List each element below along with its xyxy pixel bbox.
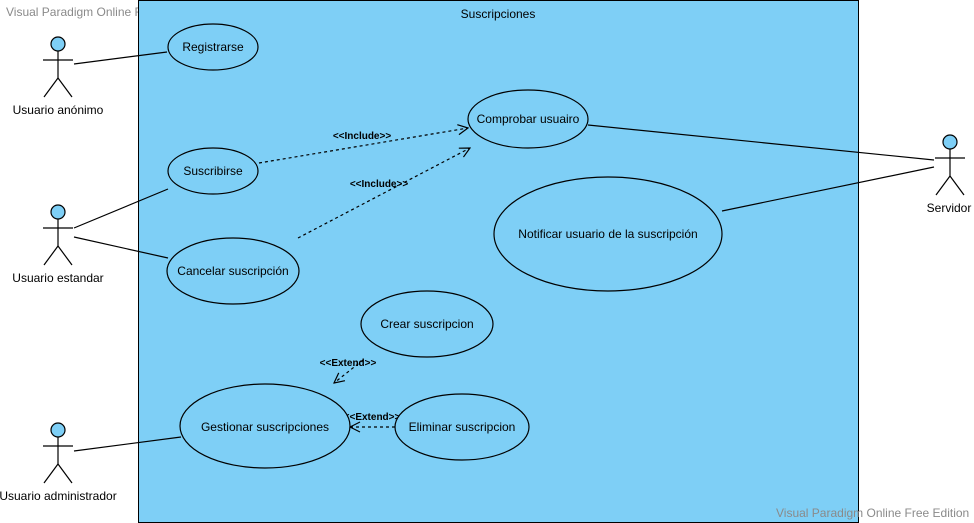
actor-label-estandar: Usuario estandar [12, 271, 103, 285]
assoc-notificar-servidor [721, 166, 935, 212]
actor-head [50, 204, 66, 220]
extend-label-1: <<Extend>> [320, 358, 377, 369]
actor-usuario-estandar[interactable] [43, 204, 73, 266]
extend-label-2: <<Extend>> [344, 412, 401, 423]
use-case-suscribirse[interactable]: Suscribirse [167, 147, 259, 195]
actor-label-anonimo: Usuario anónimo [13, 103, 104, 117]
use-case-gestionar[interactable]: Gestionar suscripciones [179, 383, 351, 469]
extend-crear-gestionar [334, 359, 364, 383]
use-case-label: Eliminar suscripcion [409, 420, 516, 434]
use-case-label: Crear suscripcion [380, 317, 473, 331]
actor-head [942, 134, 958, 150]
use-case-label: Suscribirse [183, 164, 243, 178]
dependencies [258, 128, 470, 427]
use-case-label: Gestionar suscripciones [201, 420, 329, 434]
use-case-label: Registrarse [182, 40, 244, 54]
assoc-anonimo-registrarse [73, 51, 168, 65]
use-case-label: Cancelar suscripción [177, 264, 288, 278]
include-label-2: <<Include>> [350, 179, 409, 190]
include-suscribirse-comprobar [258, 128, 468, 164]
assoc-comprobar-servidor [587, 124, 935, 161]
use-case-label: Notificar usuario de la suscripción [518, 227, 697, 241]
watermark-bottom: Visual Paradigm Online Free Edition [776, 506, 970, 520]
use-case-comprobar-usuario[interactable]: Comprobar usuairo [467, 89, 589, 149]
actor-usuario-anonimo[interactable] [43, 36, 73, 98]
actor-head [50, 422, 66, 438]
actor-label-administrador: Usuario administrador [0, 489, 117, 503]
include-label-1: <<Include>> [333, 131, 392, 142]
system-title: Suscripciones [461, 7, 536, 21]
include-cancelar-comprobar [297, 148, 470, 239]
actor-servidor[interactable] [935, 134, 965, 196]
use-case-eliminar[interactable]: Eliminar suscripcion [394, 393, 530, 461]
use-case-registrarse[interactable]: Registrarse [167, 23, 259, 71]
use-case-crear[interactable]: Crear suscripcion [360, 290, 494, 358]
use-case-label: Comprobar usuairo [477, 112, 580, 126]
assoc-estandar-suscribirse [73, 188, 169, 229]
actor-label-servidor: Servidor [927, 201, 972, 215]
use-case-cancelar[interactable]: Cancelar suscripción [166, 237, 300, 305]
use-case-notificar[interactable]: Notificar usuario de la suscripción [493, 176, 723, 292]
assoc-admin-gestionar [73, 436, 182, 452]
actor-head [50, 36, 66, 52]
associations [73, 51, 935, 452]
actor-usuario-administrador[interactable] [43, 422, 73, 484]
assoc-estandar-cancelar [73, 236, 169, 259]
